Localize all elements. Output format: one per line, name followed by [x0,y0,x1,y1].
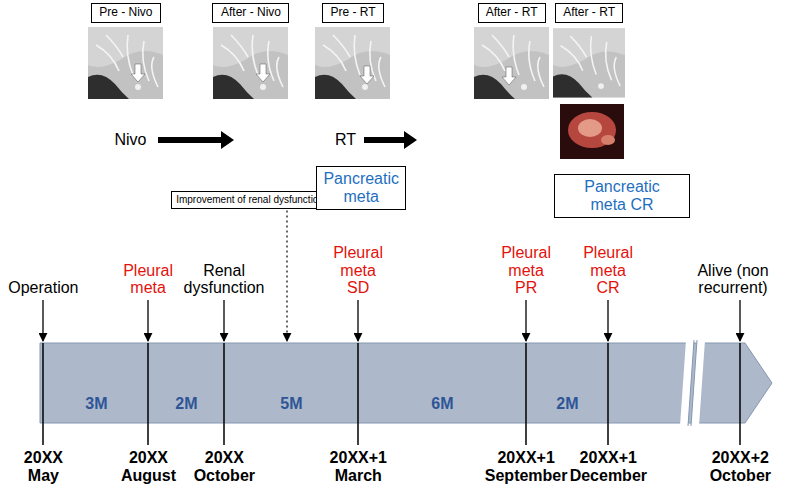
treatment-label: Nivo [114,131,147,149]
interval-label: 2M [556,395,579,413]
tick-line [739,343,741,445]
image-arrow [256,64,270,82]
pet-image [560,104,624,159]
pet-uptake [568,112,616,148]
timeline-bar [40,343,772,423]
interval-label: 2M [175,395,198,413]
date-label: 20XX August [120,449,176,484]
event-label: Pleural meta SD [333,244,383,297]
event-arrow [525,300,526,341]
note-box: Improvement of renal dysfunction [171,191,329,208]
finding-box: Pancreatic meta CR [554,174,690,218]
tick-line [357,343,359,445]
event-label: Pleural meta [123,262,173,297]
image-label-box: Pre - RT [322,3,384,22]
tick-line [42,343,44,445]
event-label: Pleural meta CR [583,244,633,297]
tick-line [525,343,527,445]
box-text: After - RT [486,6,538,19]
date-label: 20XX May [23,449,63,484]
event-arrow-group [43,300,740,341]
ct-image [315,27,390,99]
event-label: Alive (non recurrent) [683,262,783,297]
event-arrow [357,300,358,341]
date-label: 20XX+1 March [329,449,387,484]
image-label-box: After - Nivo [212,3,289,22]
treatment-arrow [158,131,234,149]
event-arrow [739,300,740,341]
image-arrow [131,64,145,82]
tick-line [223,343,225,445]
box-text: Pre - RT [330,6,376,19]
interval-label: 5M [280,395,303,413]
box-text: Pancreatic meta [323,170,399,206]
timeline-break-line [688,340,697,426]
event-arrow [223,300,224,341]
image-label-box: After - RT [555,3,623,22]
ct-image [553,28,625,97]
ct-image [474,27,549,99]
box-text: Pre - Nivo [99,6,153,19]
image-label-box: Pre - Nivo [91,3,161,22]
pet-uptake [578,119,602,137]
date-label: 20XX+1 December [569,449,647,484]
event-label: Pleural meta PR [501,244,551,297]
tick-line [147,343,149,445]
date-label: 20XX+1 September [485,449,568,484]
treatment-label: RT [334,131,356,149]
event-label: Renal dysfunction [184,262,265,297]
event-arrow [147,300,148,341]
interval-label: 6M [431,395,454,413]
image-arrow [360,66,374,84]
box-text: After - Nivo [220,6,281,19]
date-label: 20XX October [193,449,255,484]
event-label: Operation [8,279,79,297]
image-arrow [502,67,516,85]
event-arrow [607,300,608,341]
ct-image [213,27,288,99]
interval-label: 3M [85,395,108,413]
box-text: Improvement of renal dysfunction [176,194,324,205]
tick-group [43,343,740,445]
pet-uptake [601,135,615,145]
tick-line [607,343,609,445]
ct-image [88,27,163,99]
treatment-arrow [364,131,417,149]
image-label-box: After - RT [478,3,546,22]
box-text: Pancreatic meta CR [577,178,667,214]
date-label: 20XX+2 October [709,449,771,484]
event-arrow [42,300,43,341]
dotted-leader [286,211,287,341]
box-text: After - RT [563,6,615,19]
finding-box: Pancreatic meta [316,166,406,210]
